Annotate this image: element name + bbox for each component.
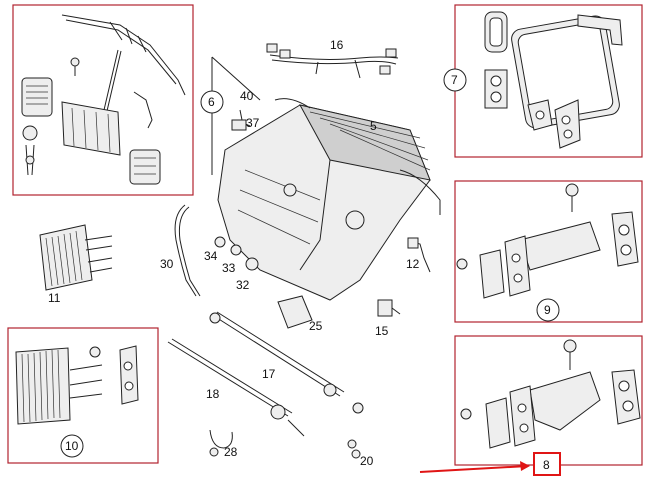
pipe-assembly-9-frame — [454, 180, 643, 323]
heater-core-10 — [15, 347, 71, 425]
callout-17: 17 — [262, 367, 276, 381]
callout-18: 18 — [206, 387, 220, 401]
arrow-head-icon — [520, 461, 530, 471]
housing-port — [345, 210, 365, 230]
screw-20 — [347, 439, 357, 449]
o-ring-34 — [214, 236, 226, 248]
bolt-icon — [89, 346, 101, 358]
bracket-25 — [277, 295, 313, 329]
o-ring-33 — [230, 244, 242, 256]
callout-20: 20 — [360, 454, 374, 468]
callout-16: 16 — [330, 38, 344, 52]
callout-box-8[interactable] — [533, 452, 561, 476]
pipe-body-9 — [519, 221, 601, 271]
seal-ring-9 — [611, 211, 639, 267]
vent-assembly-frame — [12, 4, 194, 196]
misc-parts-group: 30 34 33 32 12 25 15 17 18 — [160, 204, 431, 468]
side-vent-right — [129, 149, 161, 185]
pipe-flange-8 — [509, 385, 536, 447]
heater-core-11-group: 11 — [39, 224, 113, 305]
callout-34: 34 — [204, 249, 218, 263]
callout-8[interactable]: 8 — [543, 458, 550, 472]
leader-6 — [211, 56, 261, 101]
push-rod — [103, 49, 122, 112]
callout-33: 33 — [222, 261, 236, 275]
seal-pad — [484, 69, 508, 109]
heater-core-10-group: 10 — [7, 327, 159, 464]
pipe-assembly-9-group: 9 — [454, 180, 643, 323]
bolt-icon — [565, 183, 579, 197]
bowden-cable-18 — [167, 341, 289, 417]
pipe-flange-9 — [504, 235, 531, 297]
nut-icon — [456, 258, 468, 270]
hvac-housing-group: 5 40 37 6 — [200, 56, 441, 301]
seal-bracket — [577, 14, 623, 46]
screw-icon — [70, 57, 80, 67]
clip-15 — [377, 299, 393, 317]
center-vent — [61, 101, 121, 156]
gasket-9 — [479, 249, 505, 299]
bowden-cable-17 — [213, 315, 341, 397]
clip-37 — [231, 119, 247, 131]
drain-hose-30 — [174, 204, 197, 297]
actuator-rod — [61, 14, 186, 96]
servo-motor — [22, 125, 38, 141]
callout-circle-6 — [200, 90, 224, 114]
callout-11: 11 — [48, 291, 61, 305]
clamp-28 — [209, 429, 233, 449]
vent-assembly-group — [12, 4, 194, 196]
callout-10: 10 — [65, 439, 79, 453]
pipe-assembly-8-group[interactable]: 8 — [419, 335, 643, 476]
heater-core-11 — [39, 224, 93, 291]
wiring-harness-group: 16 — [266, 38, 399, 79]
callout-30: 30 — [160, 257, 174, 271]
housing-top — [299, 104, 431, 181]
callout-25: 25 — [309, 319, 323, 333]
callout-5: 5 — [370, 119, 377, 133]
gasket-8 — [485, 397, 511, 449]
callout-7: 7 — [451, 73, 458, 87]
callout-12: 12 — [406, 257, 420, 271]
callout-6: 6 — [208, 95, 215, 109]
callout-28: 28 — [224, 445, 238, 459]
seals-group: 7 — [443, 4, 643, 158]
callout-circle-9 — [536, 298, 560, 322]
side-vent-left — [21, 77, 53, 117]
callout-32: 32 — [236, 278, 250, 292]
callout-circle-7 — [443, 68, 467, 92]
housing-pipe — [399, 169, 441, 215]
heater-core-10-frame — [7, 327, 159, 464]
callout-circle-10 — [60, 434, 84, 458]
seal-ring-8 — [611, 369, 641, 425]
callout-9: 9 — [544, 303, 551, 317]
callout-37: 37 — [246, 116, 260, 130]
nut-icon — [460, 408, 472, 420]
bolt-icon — [563, 339, 577, 353]
housing-hose — [274, 98, 311, 109]
pipe-body-8 — [529, 371, 601, 431]
callout-40: 40 — [240, 89, 254, 103]
callout-15: 15 — [375, 324, 389, 338]
selection-arrow — [419, 465, 529, 473]
o-ring-32 — [245, 257, 259, 271]
vent-clip — [133, 91, 153, 129]
bracket-10 — [119, 345, 139, 405]
